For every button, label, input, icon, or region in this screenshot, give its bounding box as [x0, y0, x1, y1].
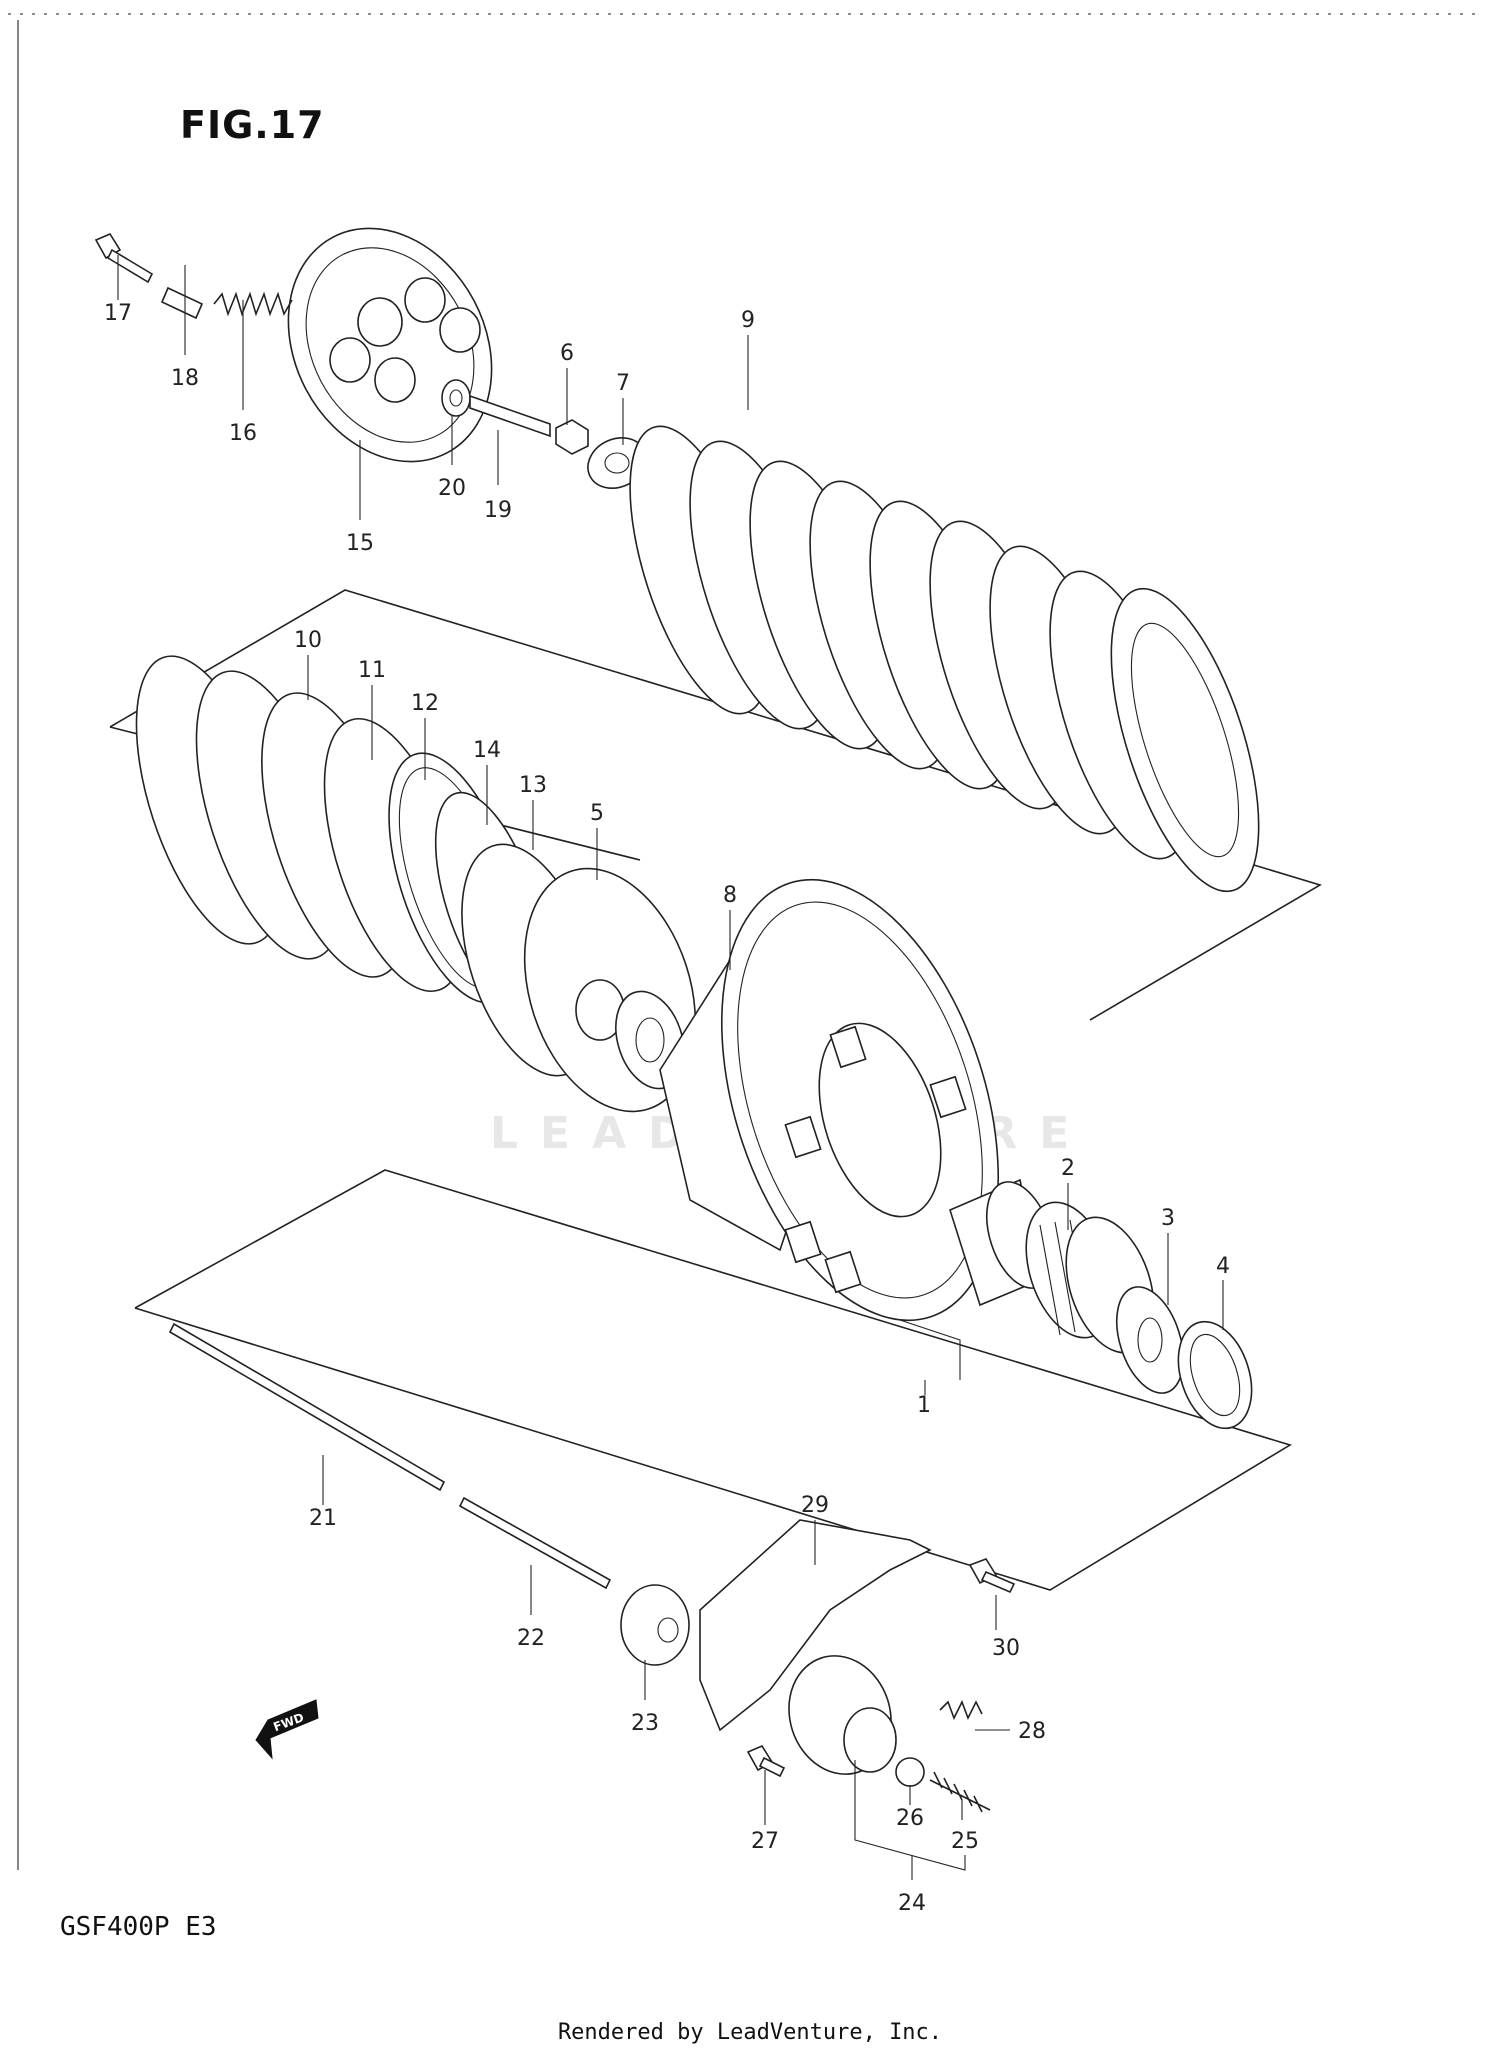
callout-20: 20 [438, 476, 466, 501]
callout-labels: 1 2 3 4 5 6 7 8 9 10 11 12 13 14 15 16 1… [104, 301, 1230, 1916]
figure-title: FIG.17 [180, 103, 325, 147]
callout-16: 16 [229, 421, 257, 446]
callout-14: 14 [473, 738, 501, 763]
callout-9: 9 [741, 308, 755, 333]
callout-10: 10 [294, 628, 322, 653]
callout-1: 1 [917, 1393, 931, 1418]
rod-group-outline [134, 1169, 1292, 1591]
callout-13: 13 [519, 773, 547, 798]
plate-group-outline [109, 589, 1322, 1021]
callout-23: 23 [631, 1711, 659, 1736]
callout-24: 24 [898, 1891, 926, 1916]
callout-18: 18 [171, 366, 199, 391]
callout-15: 15 [346, 531, 374, 556]
clutch-push-rod-22 [458, 1496, 612, 1590]
spring-seat [160, 286, 204, 320]
callout-29: 29 [801, 1493, 829, 1518]
clutch-bolt [94, 232, 154, 284]
pushrod-piece [469, 394, 551, 438]
callout-17: 17 [104, 301, 132, 326]
footer-credit: Rendered by LeadVenture, Inc. [557, 2020, 943, 2045]
washer-4 [1177, 1320, 1253, 1430]
model-label: GSF400P E3 [60, 1912, 217, 1942]
callout-2: 2 [1061, 1156, 1075, 1181]
callout-21: 21 [309, 1506, 337, 1531]
callout-27: 27 [751, 1829, 779, 1854]
callout-25: 25 [951, 1829, 979, 1854]
release-bearing [441, 379, 471, 417]
callout-12: 12 [411, 691, 439, 716]
release-cam [788, 1655, 897, 1775]
callout-19: 19 [484, 498, 512, 523]
callout-26: 26 [896, 1806, 924, 1831]
callout-22: 22 [517, 1626, 545, 1651]
bolt-30 [968, 1558, 1016, 1594]
clutch-plate-stack [629, 425, 1260, 893]
clutch-housing [659, 878, 999, 1322]
callout-28: 28 [1018, 1719, 1046, 1744]
return-spring [939, 1700, 983, 1720]
callout-11: 11 [358, 658, 386, 683]
callout-7: 7 [616, 371, 630, 396]
clutch-push-rod-21 [168, 1322, 446, 1492]
callout-3: 3 [1161, 1206, 1175, 1231]
release-cover-gasket [699, 1519, 932, 1732]
callout-4: 4 [1216, 1254, 1230, 1279]
bolt-27 [746, 1744, 786, 1778]
callout-6: 6 [560, 341, 574, 366]
leader-lines [117, 255, 1224, 1880]
washer-3 [1115, 1286, 1185, 1394]
callout-30: 30 [992, 1636, 1020, 1661]
clutch-hub-nut [555, 419, 589, 455]
oil-seal [620, 1584, 690, 1666]
nut-26 [895, 1757, 925, 1787]
callout-5: 5 [590, 801, 604, 826]
pressure-plate [287, 227, 493, 463]
adjuster-screw [929, 1771, 991, 1813]
callout-8: 8 [723, 883, 737, 908]
forward-arrow-icon: FWD [255, 1699, 319, 1760]
clutch-spring [213, 291, 293, 317]
